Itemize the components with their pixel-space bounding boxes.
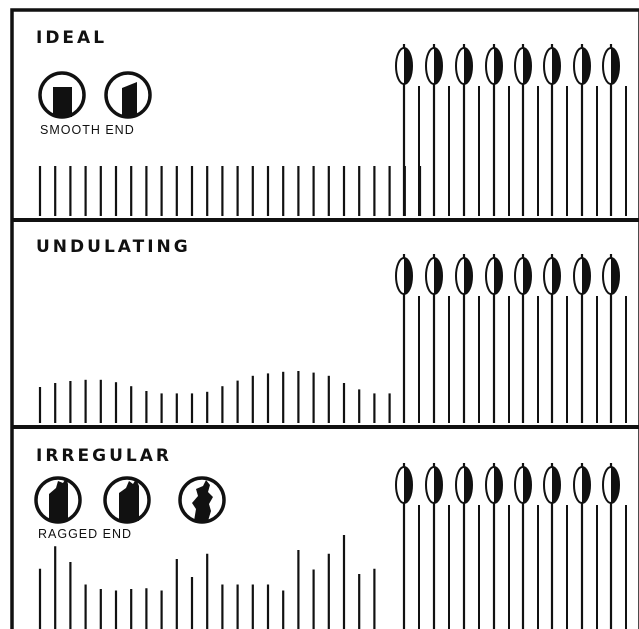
grain-head-icon xyxy=(603,258,619,294)
grain-head-icon xyxy=(574,48,590,84)
grain-head-icon xyxy=(574,258,590,294)
torn-end-icon xyxy=(180,478,224,522)
panel-title: IDEAL xyxy=(36,28,107,48)
ragged-end-icon xyxy=(36,478,80,522)
grain-head-icon xyxy=(486,467,502,503)
grain-head-icon xyxy=(486,48,502,84)
end-caption: SMOOTH END xyxy=(40,123,135,137)
grain-head-icon xyxy=(426,258,442,294)
panel-title: UNDULATING xyxy=(36,237,191,257)
grain-head-icon xyxy=(544,467,560,503)
smooth-end-icon xyxy=(40,73,84,117)
grain-head-icon xyxy=(603,48,619,84)
grain-head-icon xyxy=(396,258,412,294)
grain-head-icon xyxy=(456,258,472,294)
grain-head-icon xyxy=(603,467,619,503)
grain-head-icon xyxy=(426,467,442,503)
grain-head-icon xyxy=(396,467,412,503)
grain-head-icon xyxy=(486,258,502,294)
grain-head-icon xyxy=(456,48,472,84)
grain-head-icon xyxy=(396,48,412,84)
grain-head-icon xyxy=(515,48,531,84)
grain-head-icon xyxy=(426,48,442,84)
grain-head-icon xyxy=(574,467,590,503)
smooth-end-angled-icon xyxy=(106,73,150,117)
grain-head-icon xyxy=(456,467,472,503)
grain-head-icon xyxy=(515,258,531,294)
grain-head-icon xyxy=(515,467,531,503)
grain-head-icon xyxy=(544,48,560,84)
panel-title: IRREGULAR xyxy=(36,446,172,466)
grain-head-icon xyxy=(544,258,560,294)
end-caption: RAGGED END xyxy=(38,527,132,541)
ragged-end-icon xyxy=(105,478,149,522)
